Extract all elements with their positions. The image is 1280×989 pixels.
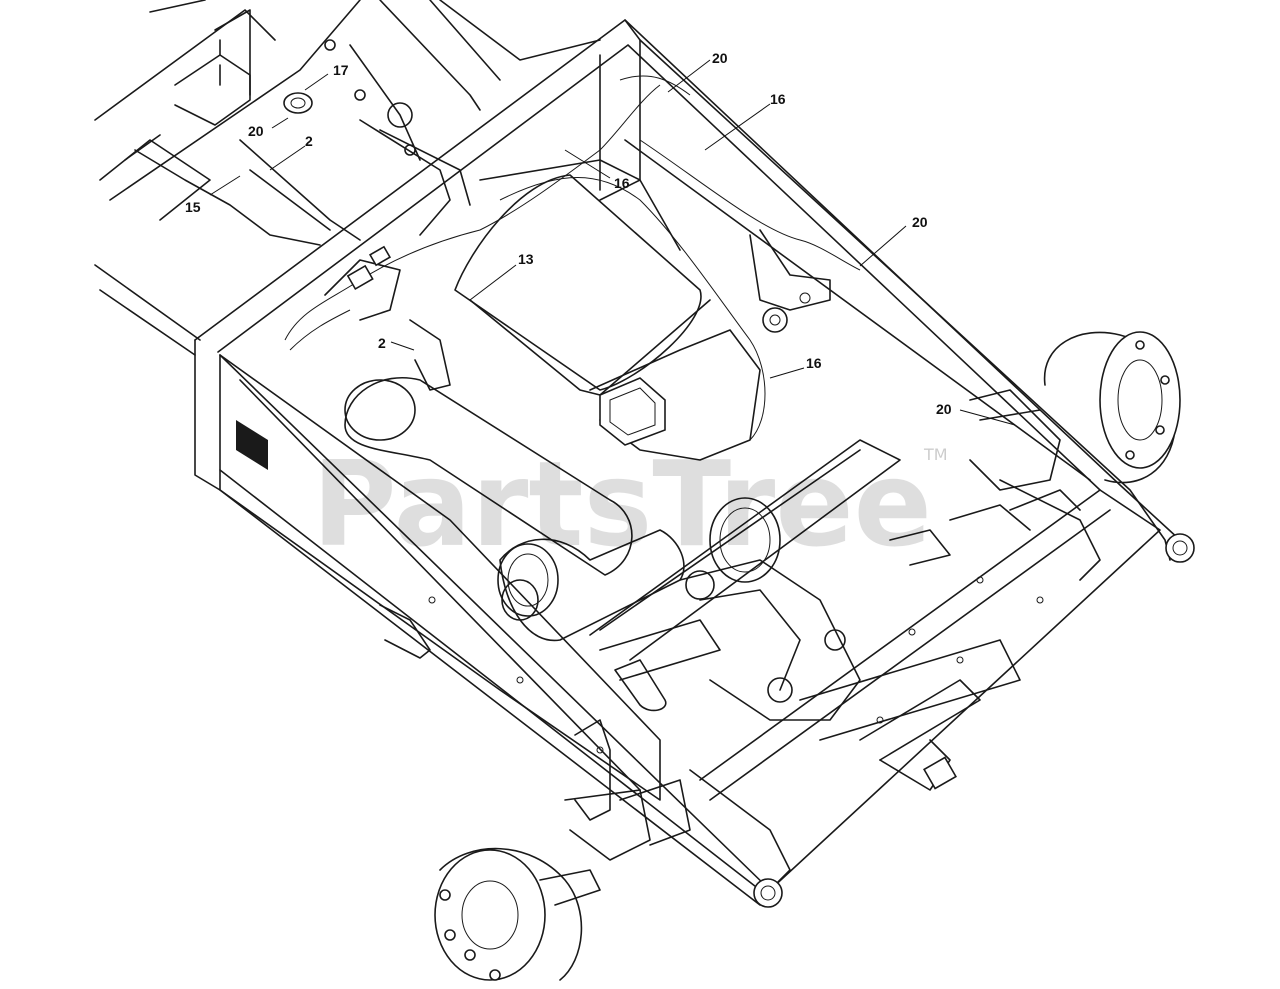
callout-20: 20 bbox=[912, 214, 928, 230]
leader-lines bbox=[209, 59, 1016, 426]
callout-16: 16 bbox=[770, 91, 786, 107]
callouts: 17 20 2 15 20 16 16 13 2 20 16 20 bbox=[185, 50, 952, 417]
callout-20: 20 bbox=[936, 401, 952, 417]
callout-20: 20 bbox=[248, 123, 264, 139]
callout-2: 2 bbox=[305, 133, 313, 149]
engine-tank-assembly bbox=[284, 75, 1101, 721]
right-wheel-drum bbox=[1043, 331, 1181, 484]
upper-bed-frame bbox=[94, 0, 601, 356]
callout-16: 16 bbox=[806, 355, 822, 371]
callout-20: 20 bbox=[712, 50, 728, 66]
callout-2: 2 bbox=[378, 335, 386, 351]
main-chassis-frame bbox=[194, 19, 1195, 908]
left-wheel-drum bbox=[434, 719, 691, 981]
callout-15: 15 bbox=[185, 199, 201, 215]
callout-16: 16 bbox=[614, 175, 630, 191]
callout-13: 13 bbox=[518, 251, 534, 267]
watermark-trademark: TM bbox=[923, 445, 948, 464]
vent-grille bbox=[236, 420, 268, 470]
hitch-tube bbox=[859, 679, 981, 791]
callout-17: 17 bbox=[333, 62, 349, 78]
partstree-watermark: PartsTree TM bbox=[312, 435, 948, 573]
watermark-text: PartsTree bbox=[312, 435, 932, 573]
